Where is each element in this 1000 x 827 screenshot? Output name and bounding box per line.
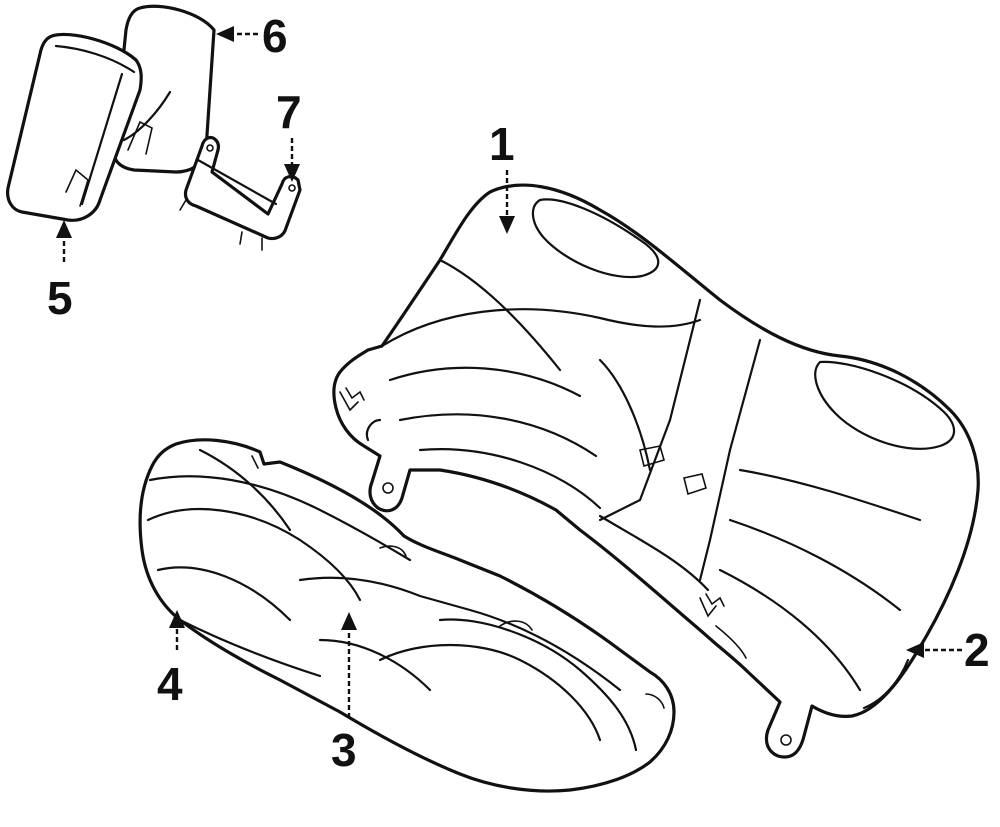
callout-6: 6	[262, 10, 288, 62]
arrow-4-icon	[169, 610, 185, 628]
arrow-5-icon	[56, 220, 72, 238]
part-5-headrest	[6, 32, 143, 222]
callout-2: 2	[964, 624, 990, 676]
part-1-seat-back	[332, 183, 980, 759]
leader-lines	[56, 26, 962, 718]
part-6-headrest	[112, 4, 216, 174]
part-7-bracket	[179, 136, 302, 251]
callout-5: 5	[47, 272, 73, 324]
callout-4: 4	[157, 658, 183, 710]
callout-7: 7	[276, 86, 302, 138]
arrow-6-icon	[216, 26, 234, 42]
part-3-seat-cushion	[138, 438, 676, 793]
callout-3: 3	[331, 724, 357, 776]
arrow-7-icon	[284, 164, 300, 182]
arrow-3-icon	[341, 612, 357, 630]
callout-1: 1	[489, 118, 515, 170]
callout-labels: 1 2 3 4 5 6 7	[47, 10, 990, 776]
arrow-1-icon	[499, 216, 515, 234]
arrow-2-icon	[906, 642, 924, 658]
